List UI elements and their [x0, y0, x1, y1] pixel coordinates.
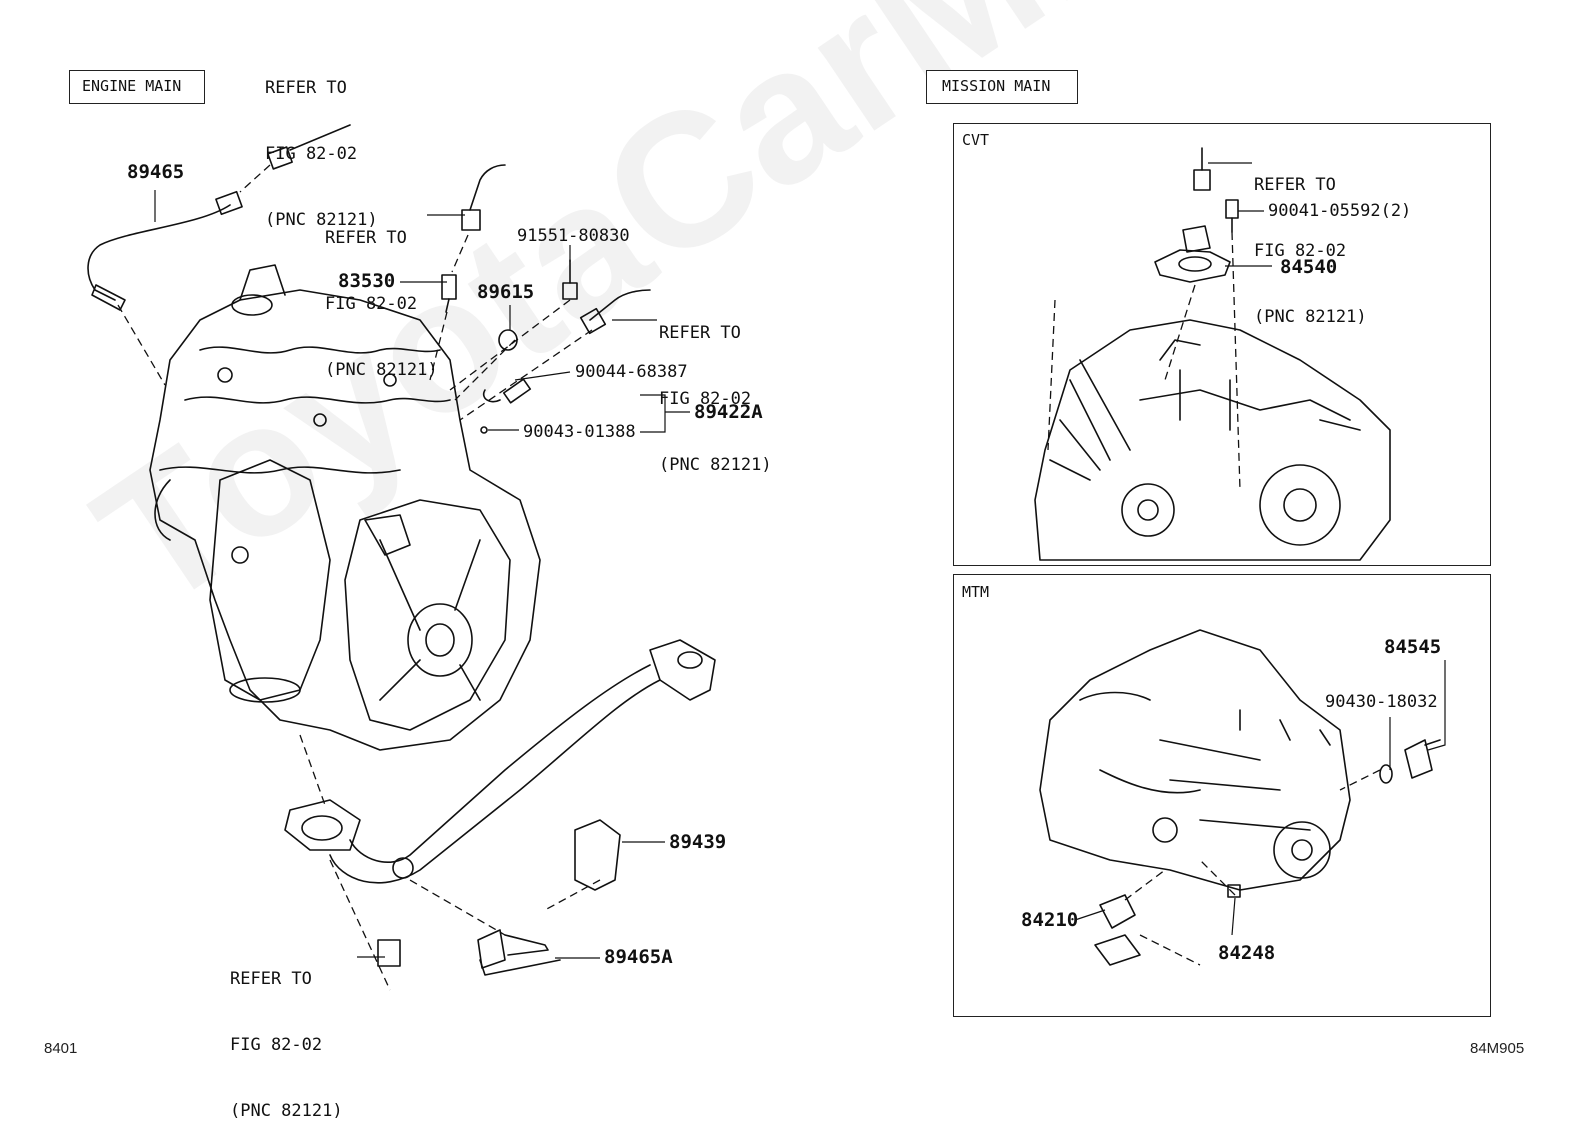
refer-line-3: (PNC 82121): [265, 210, 378, 230]
refer-line-2: FIG 82-02: [265, 144, 358, 164]
refer-note-bottom: REFER TO FIG 82-02 (PNC 82121): [230, 924, 343, 1144]
refer-line-3: (PNC 82121): [1254, 307, 1367, 327]
part-90430-18032[interactable]: 90430-18032: [1325, 692, 1438, 712]
refer-line-3: (PNC 82121): [659, 455, 772, 475]
refer-line-1: REFER TO: [659, 323, 741, 343]
figure-number-left: 8401: [44, 1040, 78, 1057]
cvt-panel: [953, 123, 1491, 566]
engine-main-tag: [69, 70, 205, 104]
mtm-panel: [953, 574, 1491, 1017]
engine-assembly: [149, 264, 541, 751]
refer-line-3: (PNC 82121): [325, 360, 438, 380]
refer-note-top: REFER TO FIG 82-02 (PNC 82121): [265, 33, 378, 253]
part-90041-05592[interactable]: 90041-05592(2): [1268, 201, 1412, 221]
part-84248[interactable]: 84248: [1218, 942, 1276, 964]
refer-line-1: REFER TO: [1254, 175, 1336, 195]
engine-main-label: ENGINE MAIN: [82, 77, 182, 95]
cvt-transmission: [1034, 147, 1391, 561]
part-84210[interactable]: 84210: [1021, 909, 1079, 931]
refer-note-middle: REFER TO FIG 82-02 (PNC 82121): [325, 183, 438, 403]
cvt-label: CVT: [962, 131, 990, 149]
part-89439[interactable]: 89439: [669, 831, 727, 853]
refer-line-2: FIG 82-02: [325, 294, 418, 314]
refer-line-1: REFER TO: [265, 78, 347, 98]
part-83530[interactable]: 83530: [338, 270, 396, 292]
refer-line-3: (PNC 82121): [230, 1101, 343, 1121]
diagram-illustration: [87, 124, 1446, 991]
part-84540[interactable]: 84540: [1280, 256, 1338, 278]
part-89465A[interactable]: 89465A: [604, 946, 673, 968]
part-90044-68387[interactable]: 90044-68387: [575, 362, 688, 382]
mtm-transmission: [1039, 629, 1441, 966]
exhaust-pipe: [284, 639, 716, 884]
engine-small-parts: [87, 124, 651, 976]
refer-note-right: REFER TO FIG 82-02 (PNC 82121): [659, 278, 772, 498]
refer-line-2: FIG 82-02: [659, 389, 752, 409]
mtm-label: MTM: [962, 583, 990, 601]
part-84545[interactable]: 84545: [1384, 636, 1442, 658]
part-89465[interactable]: 89465: [127, 161, 185, 183]
figure-number-right: 84M905: [1470, 1040, 1525, 1057]
part-91551-80830[interactable]: 91551-80830: [517, 226, 630, 246]
refer-line-1: REFER TO: [230, 969, 312, 989]
part-89615[interactable]: 89615: [477, 281, 535, 303]
mission-main-label: MISSION MAIN: [942, 77, 1051, 95]
part-89422A[interactable]: 89422A: [694, 401, 763, 423]
refer-note-cvt: REFER TO FIG 82-02 (PNC 82121): [1254, 130, 1367, 350]
refer-line-2: FIG 82-02: [1254, 241, 1347, 261]
mission-main-tag: [926, 70, 1078, 104]
part-90043-01388[interactable]: 90043-01388: [523, 422, 636, 442]
refer-line-2: FIG 82-02: [230, 1035, 323, 1055]
refer-line-1: REFER TO: [325, 228, 407, 248]
